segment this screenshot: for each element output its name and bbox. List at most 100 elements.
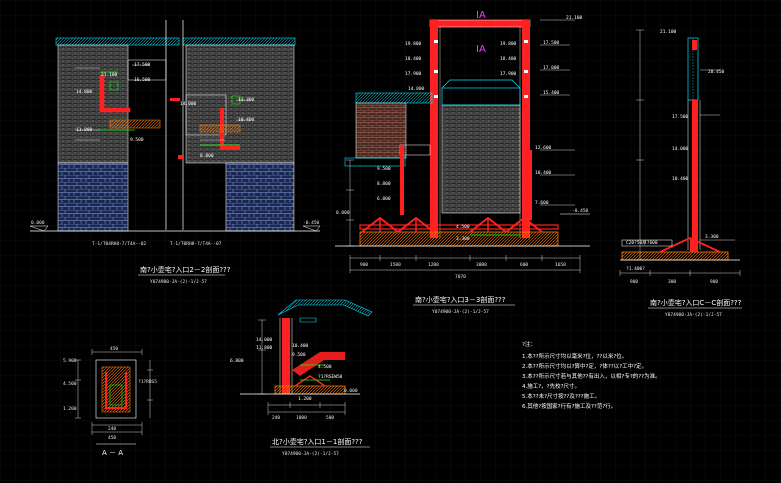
section-title: 南?小壶宅?入口2－2剖面??? [140, 265, 231, 274]
lvl-label: 1.200 [298, 396, 312, 402]
lvl-label: 20.450 [708, 69, 725, 75]
lvl-label: 15.400 [543, 90, 560, 96]
lvl-label: 10.400 [535, 170, 552, 176]
lvl-label: 8.800 [200, 153, 214, 159]
section-subtitle: Y074900-JA-(2)-1/J-57 [282, 451, 339, 457]
lvl-label: 1.200 [63, 406, 77, 412]
dim-text: 600 [520, 262, 528, 268]
section-subtitle: Y074900-JA-(2)-1/J-57 [432, 309, 489, 315]
dim-text: 450 [110, 346, 118, 352]
note-item: 6.其他?按国家?行有?施工及??范?行。 [522, 402, 616, 410]
detail-ref: T-1/T04RH8-7/T4A--02 [92, 241, 146, 247]
lvl-label: 4.500 [63, 381, 77, 387]
lvl-label: 10.400 [238, 117, 255, 123]
dim-text: 500 [326, 415, 334, 421]
lvl-label: 17.500 [672, 114, 689, 120]
lvl-label: 14.000 [180, 101, 197, 107]
ground-level: 0.000 [344, 388, 358, 394]
dim-text: 240 [272, 415, 280, 421]
section-subtitle: Y074900-JA-(2)-1/J-57 [665, 312, 722, 318]
ground-level: -0.450 [572, 208, 589, 214]
lvl-label: 9.500 [377, 166, 391, 172]
lvl-label: 5.900 [63, 358, 77, 364]
section-c-c-text: 21.100 20.450 17.500 14.000 10.400 3.300… [626, 29, 742, 318]
section-2-2 [29, 20, 321, 232]
lvl-label: 21.100 [660, 29, 677, 35]
grid-mark-mid: IA [476, 44, 486, 55]
lvl-label: 10.400 [672, 176, 689, 182]
notes-heading: ?注： [522, 340, 536, 348]
section-3-3 [335, 19, 590, 273]
note-item: 3.本??所示尺寸若与其他??有出入，以相?专?的??为准。 [522, 372, 661, 380]
note-item: 2.本??所示尺寸均以?算中?定，?体??以?工中?定。 [522, 362, 647, 370]
lvl-label: 13.300 [238, 97, 255, 103]
material-label: C20?50厚?600 [626, 240, 658, 246]
lvl-label: 14.000 [672, 146, 689, 152]
lvl-label: 9.500 [130, 137, 144, 143]
lvl-label: 3.300 [456, 236, 470, 242]
lvl-label: 17.000 [543, 65, 560, 71]
section-a-a-text: 450 5.900 4.500 1.200 ?1?RBS5 240 450 A … [63, 346, 157, 457]
lvl-label: 12.600 [535, 145, 552, 151]
lvl-label: 17.500 [543, 40, 560, 46]
lvl-label: 14.800 [76, 89, 93, 95]
section-1-1-text: 14.000 11.800 10.400 9.500 6.800 4.500 ?… [230, 337, 370, 457]
section-c-c [619, 29, 741, 276]
dim-text: 900 [710, 279, 718, 285]
lvl-label: 16.500 [134, 77, 151, 83]
dim-text: 1650 [555, 262, 566, 268]
detail-ref: T-1/T0RH8-7/T4A--07 [170, 241, 222, 247]
lvl-label: 4.500 [318, 364, 332, 370]
lvl-label: 21.100 [566, 15, 583, 21]
section-2-2-text: 21.100 17.500 16.500 14.800 11.800 9.500… [31, 62, 320, 285]
dim-total: 7070 [455, 274, 466, 280]
lvl-label: 14.800 [408, 86, 425, 92]
lvl-label: 6.800 [377, 196, 391, 202]
lvl-label: 21.100 [101, 72, 118, 78]
notes-block: ?注： 1.本??所示尺寸均以毫米?位，??以米?位。 2.本??所示尺寸均以?… [522, 340, 661, 410]
note-item: 1.本??所示尺寸均以毫米?位，??以米?位。 [522, 352, 627, 360]
dim-text: 300 [668, 279, 676, 285]
lvl-label: 17.900 [500, 71, 517, 77]
dim-text: 1000 [296, 415, 307, 421]
dim-text: 3000 [476, 262, 487, 268]
lvl-label: 18.400 [500, 56, 517, 62]
ground-level: 0.000 [336, 210, 350, 216]
section-1-1 [240, 299, 373, 415]
dim-text: 1500 [390, 262, 401, 268]
section-title: 南?小壶宅?入口C－C剖面??? [650, 298, 742, 307]
note-item: 4.施工?，?先校?尺寸。 [522, 382, 580, 390]
section-subtitle: Y074900-JA-(2)-1/J-57 [150, 279, 207, 285]
lvl-label: 7.600 [535, 200, 549, 206]
dim-text: 240 [108, 426, 116, 432]
ground-level-left: 0.000 [31, 220, 45, 226]
section-title: 北?小壶宅?入口1－1剖面??? [272, 437, 363, 446]
material-label: ?1?RBS5 [138, 379, 157, 385]
ground-level-right: -0.450 [303, 220, 320, 226]
section-title: 南?小壶宅?入口3－3剖面??? [415, 295, 506, 304]
lvl-label: 11.800 [256, 345, 273, 351]
lvl-label: 14.000 [256, 337, 273, 343]
lvl-label: 17.500 [134, 62, 151, 68]
dim-text: 1200 [428, 262, 439, 268]
lvl-label: 6.800 [230, 358, 244, 364]
lvl-label: 18.400 [405, 56, 422, 62]
lvl-label: 19.800 [405, 41, 422, 47]
dim-text: 900 [360, 262, 368, 268]
material-label: ?1?RSEW50 [318, 374, 343, 380]
note-item: 5.本??未?尺寸按??及???施工。 [522, 392, 600, 400]
dim-text: 900 [630, 279, 638, 285]
lvl-label: 4.500 [456, 224, 470, 230]
grid-mark-top: IA [476, 10, 486, 21]
material-label: ?1.400? [626, 266, 645, 272]
lvl-label: 10.400 [292, 343, 309, 349]
lvl-label: 11.800 [76, 127, 93, 133]
lvl-label: 3.300 [705, 234, 719, 240]
lvl-label: 19.800 [500, 41, 517, 47]
section-title: A － A [102, 449, 123, 457]
lvl-label: 8.800 [377, 181, 391, 187]
lvl-label: 9.500 [292, 352, 306, 358]
lvl-label: 17.900 [405, 71, 422, 77]
